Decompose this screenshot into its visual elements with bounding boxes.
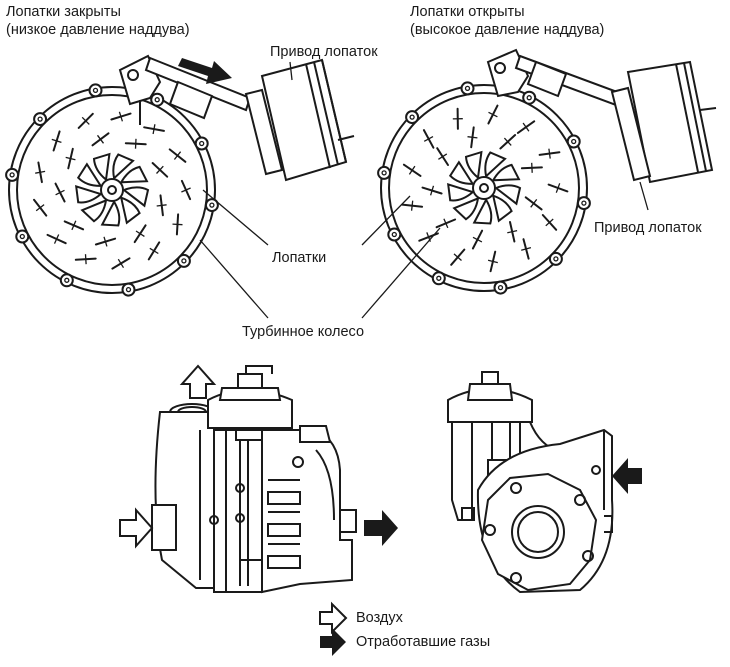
lug-hole <box>61 274 73 286</box>
wheel-blade <box>94 154 109 180</box>
wheel-blade <box>121 198 139 223</box>
actuator-left <box>246 60 354 180</box>
air-inlet-arrow <box>120 510 152 546</box>
lug-hole <box>378 167 390 179</box>
wheel-blade <box>466 152 481 178</box>
lug-hole <box>568 136 580 148</box>
vane-ring-closed <box>6 84 218 295</box>
lug-hole <box>90 84 102 96</box>
legend-exhaust-label: Отработавшие газы <box>356 634 490 651</box>
lug-hole <box>388 229 400 241</box>
lug-hole <box>16 231 28 243</box>
lug-hole <box>196 138 208 150</box>
wheel-blade <box>448 184 473 200</box>
lug-hole <box>495 282 507 294</box>
legend-air-arrow <box>320 604 346 632</box>
lug-hole <box>6 169 18 181</box>
wheel-blade <box>493 196 511 221</box>
turbocharger-side-view <box>120 366 398 592</box>
actuator-linkage-right <box>488 50 628 108</box>
lug-hole <box>462 82 474 94</box>
actuator-right <box>612 62 716 182</box>
wheel-blade <box>454 198 478 219</box>
lug-hole <box>578 197 590 209</box>
air-outlet-arrow <box>182 366 214 398</box>
vanes-open-subtitle: (высокое давление наддува) <box>410 22 604 39</box>
actuator-label-right: Привод лопаток <box>594 220 702 237</box>
lug-hole <box>178 255 190 267</box>
vanes-label: Лопатки <box>272 250 326 267</box>
legend-exhaust-arrow <box>320 628 346 656</box>
lug-hole <box>433 272 445 284</box>
vanes-closed-subtitle: (низкое давление наддува) <box>6 22 190 39</box>
lug-hole <box>34 113 46 125</box>
actuator-label-top: Привод лопаток <box>270 44 378 61</box>
vanes-open-title: Лопатки открыты <box>410 4 525 21</box>
wheel-blade <box>82 200 106 221</box>
lug-hole <box>123 284 135 296</box>
turbine-wheel-label: Турбинное колесо <box>242 324 364 341</box>
lug-hole <box>523 92 535 104</box>
lug-hole <box>151 94 163 106</box>
lug-hole <box>550 253 562 265</box>
legend-air-label: Воздух <box>356 610 403 627</box>
turbocharger-end-view <box>448 372 642 592</box>
vanes-closed-title: Лопатки закрыты <box>6 4 121 21</box>
exhaust-inlet-arrow <box>612 458 642 494</box>
wheel-blade <box>76 186 101 202</box>
lug-hole <box>406 111 418 123</box>
exhaust-outlet-arrow <box>364 510 398 546</box>
